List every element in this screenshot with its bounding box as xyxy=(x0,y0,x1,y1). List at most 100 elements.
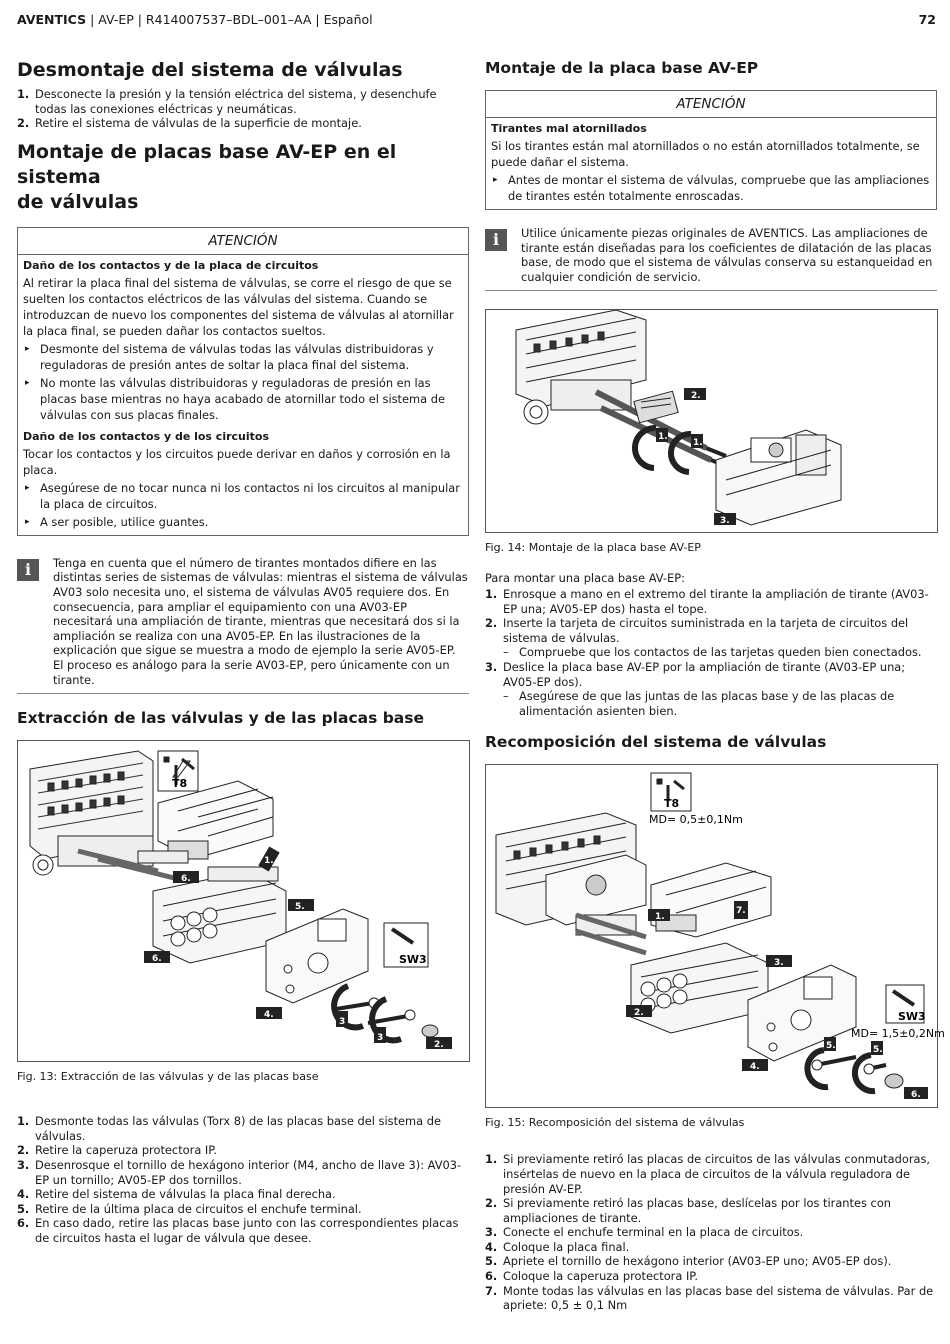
tag-2: 2. xyxy=(434,1040,444,1050)
figure-13: 1. 2. 3 3 4. 5. 6. 6. T8 SW3 xyxy=(17,740,470,1063)
figure-14: 2. 1. 1. 3. xyxy=(485,309,938,534)
rotation-arrows xyxy=(631,425,692,476)
recomposicion-steps: 1. Si previamente retiró las placas de ci… xyxy=(485,1152,937,1313)
tag-6b: 6. xyxy=(152,954,162,964)
step-number: 2. xyxy=(17,116,30,131)
step-number: 3. xyxy=(485,659,498,674)
heading-line: Montaje de placas base AV-EP en el siste… xyxy=(17,140,397,188)
step-text: Monte todas las válvulas en las placas b… xyxy=(503,1283,934,1313)
step-number: 1. xyxy=(485,1152,498,1167)
warning-title: ATENCIÓN xyxy=(486,91,936,118)
info-text: Tenga en cuenta que el número de tirante… xyxy=(53,555,468,687)
list-item: 7. Monte todas las válvulas en las placas… xyxy=(485,1284,937,1313)
tag-1b: 1. xyxy=(693,438,703,448)
screws xyxy=(331,983,439,1044)
list-item: 4. Retire del sistema de válvulas la plac… xyxy=(17,1187,469,1202)
list-item: 1. Si previamente retiró las placas de ci… xyxy=(485,1152,937,1196)
warning-bullets: Asegúrese de no tocar nunca ni los conta… xyxy=(23,480,463,530)
hex-sw3-tool xyxy=(885,984,925,1024)
list-item: Asegúrese de no tocar nunca ni los conta… xyxy=(23,480,463,512)
warning-bullets: Desmonte del sistema de válvulas todas l… xyxy=(23,341,463,423)
step-text: Coloque la caperuza protectora IP. xyxy=(503,1269,699,1284)
brand-name: AVENTICS xyxy=(17,12,87,27)
heading-montaje-placas: Montaje de placas base AV-EP en el siste… xyxy=(17,140,469,215)
step-text: Deslice la placa base AV-EP por la ampli… xyxy=(503,659,906,689)
step-number: 7. xyxy=(485,1283,498,1298)
step-number: 3. xyxy=(485,1225,498,1240)
tag-1: 1. xyxy=(655,912,665,922)
valve-stack xyxy=(515,309,647,425)
heading-desmontaje: Desmontaje del sistema de válvulas xyxy=(17,59,403,81)
info-text: Utilice únicamente piezas originales de … xyxy=(521,226,933,284)
list-item: 3. Deslice la placa base AV-EP por la amp… xyxy=(485,660,937,718)
step-number: 1. xyxy=(17,87,30,101)
tag-1a: 1. xyxy=(658,432,668,442)
info-icon: i xyxy=(17,558,39,581)
step-text: Si previamente retiró las placas de circ… xyxy=(503,1152,931,1196)
step-number: 1. xyxy=(17,1114,30,1129)
tag-5a: 5. xyxy=(826,1041,836,1051)
heading-extraccion: Extracción de las válvulas y de las plac… xyxy=(17,709,425,728)
step-text: Coloque la placa final. xyxy=(503,1239,630,1254)
tag-6: 6. xyxy=(911,1090,921,1100)
circuit-card xyxy=(633,390,679,424)
heading-montaje-placa: Montaje de la placa base AV-EP xyxy=(485,59,759,77)
warning-heading: Daño de los contactos y de los circuitos xyxy=(23,429,270,443)
warning-heading: Tirantes mal atornillados xyxy=(491,122,647,135)
step-text: En caso dado, retire las placas base jun… xyxy=(35,1216,459,1245)
list-item: 1. Enrosque a mano en el extremo del tira… xyxy=(485,587,937,616)
tie-rods xyxy=(575,912,647,956)
page-header: AVENTICS | AV-EP | R414007537–BDL–001–AA… xyxy=(17,12,936,30)
step-text: Retire de la última placa de circuitos e… xyxy=(35,1201,362,1216)
tag-4: 4. xyxy=(264,1010,274,1020)
step-number: 5. xyxy=(17,1201,30,1216)
page-number: 72 xyxy=(918,12,936,27)
tool-sw3-label: SW3 xyxy=(898,1010,926,1023)
list-item: 3. Conecte el enchufe terminal en la plac… xyxy=(485,1225,937,1240)
list-item: 2.Inserte la tarjeta de circuitos sumini… xyxy=(485,616,937,660)
list-item: 2.Si previamente retiró las placas base,… xyxy=(485,1196,937,1225)
warning-text: Al retirar la placa final del sistema de… xyxy=(23,275,454,338)
list-item: 5.Apriete el tornillo de hexágono interi… xyxy=(485,1254,937,1269)
montaje-steps: 1. Enrosque a mano en el extremo del tira… xyxy=(485,587,937,718)
step-number: 2. xyxy=(17,1143,30,1158)
torque-sw3: MD= 1,5±0,2Nm xyxy=(851,1027,945,1040)
desmontaje-steps: 1.Desconecte la presión y la tensión elé… xyxy=(17,87,469,131)
list-item: 1.Desconecte la presión y la tensión elé… xyxy=(17,87,469,116)
extraccion-steps: 1. Desmonte todas las válvulas (Torx 8) d… xyxy=(17,1114,469,1245)
list-item: 6.En caso dado, retire las placas base j… xyxy=(17,1216,469,1245)
figure-13-tags xyxy=(144,846,452,1050)
tag-5: 5. xyxy=(295,902,305,912)
step-text: Desmonte todas las válvulas (Torx 8) de … xyxy=(35,1114,441,1143)
step-text: Retire la caperuza protectora IP. xyxy=(35,1143,217,1158)
screws xyxy=(804,1047,904,1095)
warning-title: ATENCIÓN xyxy=(18,228,468,255)
step-number: 6. xyxy=(485,1269,498,1284)
info-icon: i xyxy=(485,229,507,251)
step-number: 4. xyxy=(17,1187,30,1202)
warning-heading: Daño de los contactos y de la placa de c… xyxy=(23,258,319,272)
valve-stack-rear xyxy=(495,812,647,936)
list-item: 3.Desenrosque el tornillo de hexágono in… xyxy=(17,1158,469,1187)
step-text: Conecte el enchufe terminal en la placa … xyxy=(503,1225,804,1240)
figure-14-illustration: 2. 1. 1. 3. xyxy=(515,309,842,526)
step-text: Retire del sistema de válvulas la placa … xyxy=(35,1187,336,1202)
valves-lowering xyxy=(650,862,772,938)
valves-lifted xyxy=(157,780,274,860)
heading-recomposicion: Recomposición del sistema de válvulas xyxy=(485,733,827,752)
step-number: 1. xyxy=(485,586,498,601)
valve-stack-rear xyxy=(29,750,179,882)
tool-sw3-label: SW3 xyxy=(399,953,427,966)
heading-line: de válvulas xyxy=(17,190,139,213)
step-substep: Asegúrese de que las juntas de las placa… xyxy=(503,689,937,718)
base-plates xyxy=(630,942,769,1034)
step-text: Enrosque a mano en el extremo del tirant… xyxy=(503,586,929,616)
tag-3a: 3 xyxy=(339,1017,345,1027)
torque-t8: MD= 0,5±0,1Nm xyxy=(649,813,743,826)
figure-14-tags xyxy=(656,388,736,526)
end-plate xyxy=(265,908,369,1004)
tag-2: 2. xyxy=(634,1008,644,1018)
figure-13-illustration: 1. 2. 3 3 4. 5. 6. 6. T8 SW3 xyxy=(29,750,452,1050)
tag-3b: 3 xyxy=(377,1033,383,1043)
warning-box: ATENCIÓN Daño de los contactos y de la p… xyxy=(17,226,469,536)
